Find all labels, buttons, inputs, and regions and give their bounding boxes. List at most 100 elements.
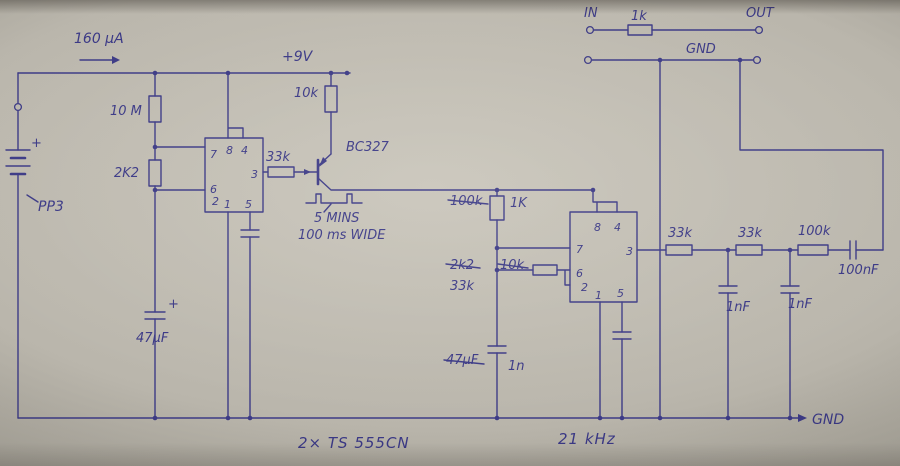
- ic2-pin6: 6: [576, 267, 583, 280]
- resistor-33k-timer2: [532, 264, 558, 276]
- label-5mins: 5 MINS: [314, 211, 359, 226]
- current-arrowhead-icon: [112, 56, 120, 64]
- capacitor-1nf-shunt-1: [718, 285, 738, 294]
- ic2-pin3: 3: [626, 245, 633, 258]
- ic2-555-body: [569, 211, 638, 303]
- capacitor-ic1-pin5: [240, 229, 260, 238]
- battery-symbol: [5, 102, 39, 203]
- resistor-2k2: [148, 159, 162, 187]
- capacitor-ic2-pin5: [612, 331, 632, 340]
- label-100nf: 100nF: [838, 263, 879, 278]
- strike-47uf: [443, 359, 485, 365]
- resistor-33k-base: [267, 166, 295, 178]
- label-100k-filter: 100k: [798, 224, 831, 239]
- label-2k2-crossed: 2k2: [450, 258, 474, 273]
- wire-ic2-supply: [592, 189, 618, 213]
- label-10k-crossed: 10k: [500, 258, 525, 273]
- label-battery-plus: +: [31, 136, 42, 151]
- ic1-pin8: 8: [226, 144, 233, 157]
- ic1-pin6: 6: [210, 183, 217, 196]
- current-arrow: [79, 56, 120, 64]
- terminal-gnd-left-icon: [583, 55, 593, 65]
- label-9v: +9V: [282, 49, 314, 65]
- label-10k-pullup: 10k: [294, 86, 319, 101]
- caption-parts: 2× TS 555CN: [298, 434, 410, 452]
- label-pp3: PP3: [38, 199, 64, 215]
- ic1-pin1: 1: [224, 198, 231, 211]
- resistors: [148, 24, 829, 276]
- wire-ic1-supply: [227, 72, 244, 139]
- label-gnd-bottom: GND: [812, 412, 844, 428]
- junction-dots: [152, 57, 793, 421]
- label-1k-timer2: 1K: [510, 196, 528, 211]
- label-in: IN: [584, 6, 598, 21]
- terminal-gnd-right-icon: [752, 55, 762, 65]
- wire-gate-line: [317, 177, 594, 191]
- label-bc327: BC327: [346, 140, 390, 155]
- label-gnd-top: GND: [686, 42, 716, 57]
- correction-strikes: [443, 199, 529, 365]
- label-100k-crossed: 100k: [450, 194, 483, 209]
- ground-arrowhead-icon: [798, 414, 807, 422]
- switch-terminal-icon: [13, 102, 23, 112]
- capacitor-1nf-shunt-2: [780, 285, 800, 294]
- label-33k-filter-2: 33k: [738, 226, 763, 241]
- pulse-waveform-path: [305, 193, 363, 204]
- capacitors: [144, 229, 857, 354]
- wire-pin6-2-2: [496, 269, 571, 286]
- label-1nf-2: 1nF: [788, 297, 813, 312]
- caption-frequency: 21 kHz: [558, 430, 616, 448]
- resistor-1k-timer2: [489, 195, 505, 221]
- label-cap47-plus: +: [168, 297, 179, 312]
- capacitor-100nf-series: [849, 240, 857, 260]
- capacitor-1n-timer2: [487, 345, 507, 354]
- ic1-pin7: 7: [210, 148, 217, 161]
- ic2-pin2: 2: [581, 281, 588, 294]
- ic2-pin7: 7: [576, 243, 583, 256]
- label-current: 160 µA: [74, 31, 124, 47]
- transistor-bc327-symbol: [304, 153, 332, 186]
- signal-arrow-icon: [304, 169, 311, 175]
- ic2-pin1: 1: [595, 289, 602, 302]
- label-47uf: 47µF: [136, 331, 169, 346]
- transistor-emitter-arrow-icon: [319, 157, 327, 167]
- labels: IN OUT 1k GND 160 µA +9V + PP3 10 M 2K2 …: [31, 6, 879, 452]
- ic1-pin2: 2: [212, 195, 219, 208]
- ic2-pin4: 4: [614, 221, 621, 234]
- strike-2k2: [445, 263, 481, 269]
- wiring: [17, 29, 884, 422]
- strike-10k: [497, 263, 529, 269]
- battery-pointer-line: [26, 194, 39, 203]
- resistor-33k-filter-2: [735, 244, 763, 256]
- ic1-pin4: 4: [241, 144, 248, 157]
- ic2-pin8: 8: [594, 221, 601, 234]
- label-33k-base: 33k: [266, 150, 291, 165]
- resistor-33k-filter-1: [665, 244, 693, 256]
- label-100ms: 100 ms WIDE: [298, 228, 386, 243]
- ic1-pin3: 3: [251, 168, 258, 181]
- wire-output-return: [739, 59, 884, 251]
- ic1-pin5: 5: [245, 198, 252, 211]
- terminal-out-icon: [754, 25, 764, 35]
- resistor-100k-filter: [797, 244, 829, 256]
- resistor-1k-connector: [627, 24, 653, 36]
- ic2-pin5: 5: [617, 287, 624, 300]
- resistor-10k-pullup: [324, 85, 338, 113]
- pulse-note-pointer: [323, 203, 332, 213]
- label-47uf-crossed: 47µF: [446, 353, 479, 368]
- capacitor-47uf: [144, 311, 166, 320]
- label-1n: 1n: [508, 359, 525, 374]
- label-1k-connector: 1k: [631, 9, 647, 24]
- resistor-10m: [148, 95, 162, 123]
- label-10m: 10 M: [110, 104, 142, 119]
- pulse-waveform: [305, 193, 363, 213]
- label-2k2-timer1: 2K2: [114, 166, 139, 181]
- terminal-in-icon: [585, 25, 595, 35]
- strike-100k: [447, 199, 489, 205]
- label-out: OUT: [746, 6, 775, 21]
- label-1nf-1: 1nF: [726, 300, 751, 315]
- label-33k-timer2: 33k: [450, 279, 475, 294]
- connector-terminals: [583, 25, 764, 65]
